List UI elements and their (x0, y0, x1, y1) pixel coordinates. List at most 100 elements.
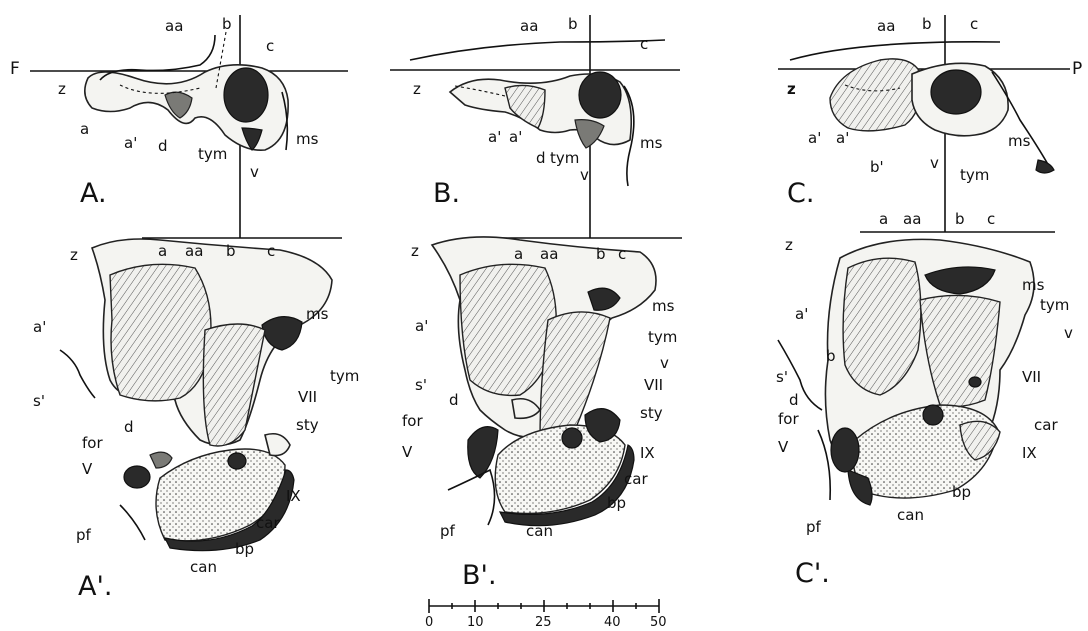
scale-tick-40: 40 (604, 616, 621, 629)
label-C1-a1: a' (795, 307, 808, 322)
label-B1-a: a (514, 247, 523, 262)
label-A1-bp: bp (235, 542, 254, 557)
label-B1-sty: sty (640, 406, 663, 421)
label-C1-bp: bp (952, 485, 971, 500)
label-B-aa: aa (520, 19, 538, 34)
label-B1-bp: bp (607, 496, 626, 511)
scale-tick-50: 50 (650, 616, 667, 629)
plane-label-F: F (10, 62, 20, 77)
panel-label-B1: B'. (462, 562, 497, 589)
panel-label-C1: C'. (795, 560, 830, 587)
label-C-c: c (970, 17, 978, 32)
label-B1-VII: VII (644, 378, 663, 393)
label-A1-VII: VII (298, 390, 317, 405)
label-A-tym: tym (198, 147, 227, 162)
label-A-a: a (80, 122, 89, 137)
label-A1-tym: tym (330, 369, 359, 384)
plane-label-P: P (1072, 62, 1082, 77)
label-C1-for: for (778, 412, 799, 427)
label-C-v: v (930, 156, 939, 171)
label-A-v: v (250, 165, 259, 180)
label-A1-z: z (70, 248, 78, 263)
panel-label-C: C. (787, 180, 814, 207)
label-B1-c: c (618, 247, 626, 262)
label-B1-s1: s' (415, 378, 427, 393)
label-C1-d: d (789, 393, 799, 408)
label-A-ms: ms (296, 132, 318, 147)
label-B-ms: ms (640, 136, 662, 151)
label-B-a1: a' (509, 130, 522, 145)
label-C1-a: a (879, 212, 888, 227)
label-B1-ms: ms (652, 299, 674, 314)
panel-A-drawing (85, 32, 288, 150)
label-C-aa: aa (877, 19, 895, 34)
label-C1-VII: VII (1022, 370, 1041, 385)
scale-tick-0: 0 (425, 616, 433, 629)
panel-C1-drawing (778, 239, 1034, 505)
label-B1-v: v (660, 356, 669, 371)
label-C1-tym: tym (1040, 298, 1069, 313)
label-A-b: b (222, 17, 232, 32)
label-C1-v: v (1064, 326, 1073, 341)
label-A1-c: c (267, 244, 275, 259)
label-C1-s1: s' (776, 370, 788, 385)
label-A1-a1: a' (33, 320, 46, 335)
label-B1-IX: IX (640, 446, 655, 461)
label-A1-d: d (124, 420, 134, 435)
label-C1-car: car (1034, 418, 1058, 433)
panel-label-A: A. (80, 180, 107, 207)
label-B1-can: can (526, 524, 553, 539)
label-C-a: a' (808, 131, 821, 146)
label-C-b: b (922, 17, 932, 32)
panel-label-B: B. (433, 180, 460, 207)
label-A1-V: V (82, 462, 92, 477)
label-C-ms: ms (1008, 134, 1030, 149)
label-C1-can: can (897, 508, 924, 523)
label-A1-sty: sty (296, 418, 319, 433)
label-A-z: z (58, 82, 66, 97)
label-A1-b: b (226, 244, 236, 259)
label-A-d: d (158, 139, 168, 154)
scale-bar (429, 599, 659, 613)
label-A1-pf: pf (76, 528, 91, 543)
label-B1-car: car (624, 472, 648, 487)
label-A1-a: a (158, 244, 167, 259)
label-C1-ms: ms (1022, 278, 1044, 293)
scale-tick-10: 10 (467, 616, 484, 629)
label-B1-pf: pf (440, 524, 455, 539)
label-B-c: c (640, 37, 648, 52)
label-B-b: b (568, 17, 578, 32)
label-C-tym: tym (960, 168, 989, 183)
label-A-aa: aa (165, 19, 183, 34)
label-C-a1: a' (836, 131, 849, 146)
label-B-v: v (580, 168, 589, 183)
label-B-a: a' (488, 130, 501, 145)
label-C-b1: b' (870, 160, 884, 175)
label-C1-IX: IX (1022, 446, 1037, 461)
label-A1-for: for (82, 436, 103, 451)
label-A1-car: car (256, 516, 280, 531)
label-B1-tym: tym (648, 330, 677, 345)
label-A1-s1: s' (33, 394, 45, 409)
label-B1-z: z (411, 244, 419, 259)
label-B1-b: b (596, 247, 606, 262)
label-B-tym: tym (550, 151, 579, 166)
label-C-z: z (787, 82, 796, 97)
label-B1-d: d (449, 393, 459, 408)
label-C1-aa: aa (903, 212, 921, 227)
label-B1-for: for (402, 414, 423, 429)
label-A1-IX: IX (286, 489, 301, 504)
panel-label-A1: A'. (78, 573, 112, 600)
label-C1-b: b (955, 212, 965, 227)
label-C1-c: c (987, 212, 995, 227)
label-B-z: z (413, 82, 421, 97)
label-A-c: c (266, 39, 274, 54)
label-B1-a1: a' (415, 319, 428, 334)
label-B1-aa: aa (540, 247, 558, 262)
label-A1-aa: aa (185, 244, 203, 259)
label-A1-can: can (190, 560, 217, 575)
label-C1-b2: b (826, 349, 836, 364)
scale-tick-25: 25 (535, 616, 552, 629)
label-B-d: d (536, 151, 546, 166)
label-C1-pf: pf (806, 520, 821, 535)
